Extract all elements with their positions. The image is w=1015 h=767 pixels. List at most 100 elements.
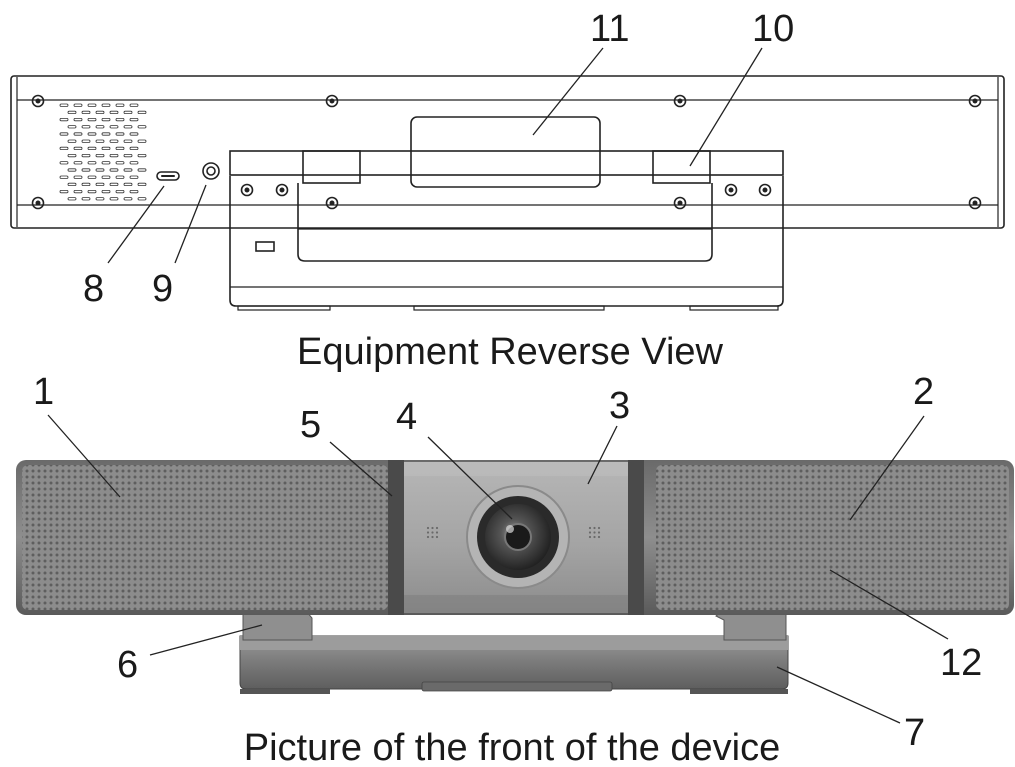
vent-slot <box>67 182 77 186</box>
mic-hole <box>435 526 439 530</box>
mic-holes-left <box>426 526 439 539</box>
left-hinge <box>302 150 361 184</box>
vent-slot <box>129 175 139 179</box>
callout-3: 3 <box>609 385 630 427</box>
callout-10: 10 <box>752 8 794 50</box>
vent-slot <box>123 139 133 143</box>
vent-slot <box>137 139 147 143</box>
vent-slot <box>73 146 83 150</box>
mic-hole <box>597 531 601 534</box>
leader-9 <box>174 184 207 264</box>
mic-hole <box>431 535 434 539</box>
vent-slot <box>109 125 119 129</box>
vent-slot <box>137 197 147 201</box>
mic-hole <box>597 526 601 530</box>
mic-hole <box>593 531 596 534</box>
vent-slot <box>67 168 77 172</box>
privacy-cover-left <box>388 460 404 615</box>
vent-slot <box>115 103 125 107</box>
vent-slot <box>81 110 91 114</box>
vent-slot <box>73 118 83 122</box>
vent-slot <box>81 139 91 143</box>
vent-slot <box>87 118 97 122</box>
mic-hole <box>588 531 592 534</box>
vent-slot <box>101 189 111 194</box>
vent-slot <box>81 197 91 201</box>
vent-slot <box>73 161 83 165</box>
callout-9: 9 <box>152 268 173 310</box>
mic-hole <box>426 526 430 530</box>
vent-slot <box>109 153 119 158</box>
leader-5 <box>329 441 393 497</box>
vent-slot <box>137 125 147 129</box>
vent-slot <box>87 132 97 136</box>
front-view-caption: Picture of the front of the device <box>244 727 781 767</box>
rear-screws <box>31 94 982 210</box>
vent-slot <box>59 132 69 136</box>
vent-slot <box>129 189 139 194</box>
leader-2 <box>849 415 925 521</box>
vent-slot <box>137 182 147 186</box>
vent-slot <box>115 118 125 122</box>
reset-pinhole <box>202 162 220 180</box>
vent-slot <box>123 182 133 186</box>
vent-slot <box>101 132 111 136</box>
usb-c-port <box>156 171 180 181</box>
front-view: 1 2 3 4 5 6 7 12 Picture of the front of… <box>16 371 1014 767</box>
rear-vent-slots <box>59 103 147 201</box>
vent-slot <box>129 132 139 136</box>
mounting-base <box>239 635 789 694</box>
vent-slot <box>67 110 77 114</box>
privacy-cover-right <box>628 460 644 615</box>
vent-slot <box>115 161 125 165</box>
vent-slot <box>95 153 105 158</box>
leader-8 <box>107 185 165 264</box>
callout-7: 7 <box>904 712 925 754</box>
vent-slot <box>87 189 97 194</box>
vent-slot <box>95 168 105 172</box>
vent-slot <box>81 153 91 158</box>
mic-hole <box>426 535 430 539</box>
vent-slot <box>115 189 125 194</box>
leader-11 <box>532 47 604 136</box>
left-speaker-grille <box>22 465 388 610</box>
rear-mount-bracket <box>229 150 784 311</box>
callout-5: 5 <box>300 404 321 446</box>
callout-4: 4 <box>396 396 417 438</box>
vent-slot <box>101 146 111 150</box>
vent-slot <box>59 118 69 122</box>
vent-slot <box>101 161 111 165</box>
mount-hinge <box>652 150 711 184</box>
leader-7 <box>776 666 901 724</box>
vent-slot <box>59 103 69 107</box>
vent-slot <box>87 175 97 179</box>
vent-slot <box>95 125 105 129</box>
callout-11: 11 <box>590 8 629 50</box>
leader-6 <box>149 624 263 656</box>
vent-slot <box>59 189 69 194</box>
mic-hole <box>593 526 596 530</box>
vent-slot <box>101 175 111 179</box>
callout-12: 12 <box>940 642 982 684</box>
mic-hole <box>435 531 439 534</box>
mic-hole <box>435 535 439 539</box>
vent-slot <box>137 110 147 114</box>
vent-slot <box>67 139 77 143</box>
mic-hole <box>588 526 592 530</box>
label-plate <box>410 116 601 188</box>
mic-hole <box>431 531 434 534</box>
vent-slot <box>123 197 133 201</box>
camera-lens <box>466 485 570 589</box>
callout-8: 8 <box>83 268 104 310</box>
rear-view: 11 10 8 9 Equipment Reverse View <box>10 8 1005 373</box>
vent-slot <box>95 197 105 201</box>
vent-slot <box>95 182 105 186</box>
mic-hole <box>593 535 596 539</box>
vent-slot <box>129 161 139 165</box>
vent-slot <box>67 197 77 201</box>
vent-slot <box>109 197 119 201</box>
vent-slot <box>137 153 147 158</box>
vent-slot <box>109 168 119 172</box>
vent-slot <box>67 153 77 158</box>
